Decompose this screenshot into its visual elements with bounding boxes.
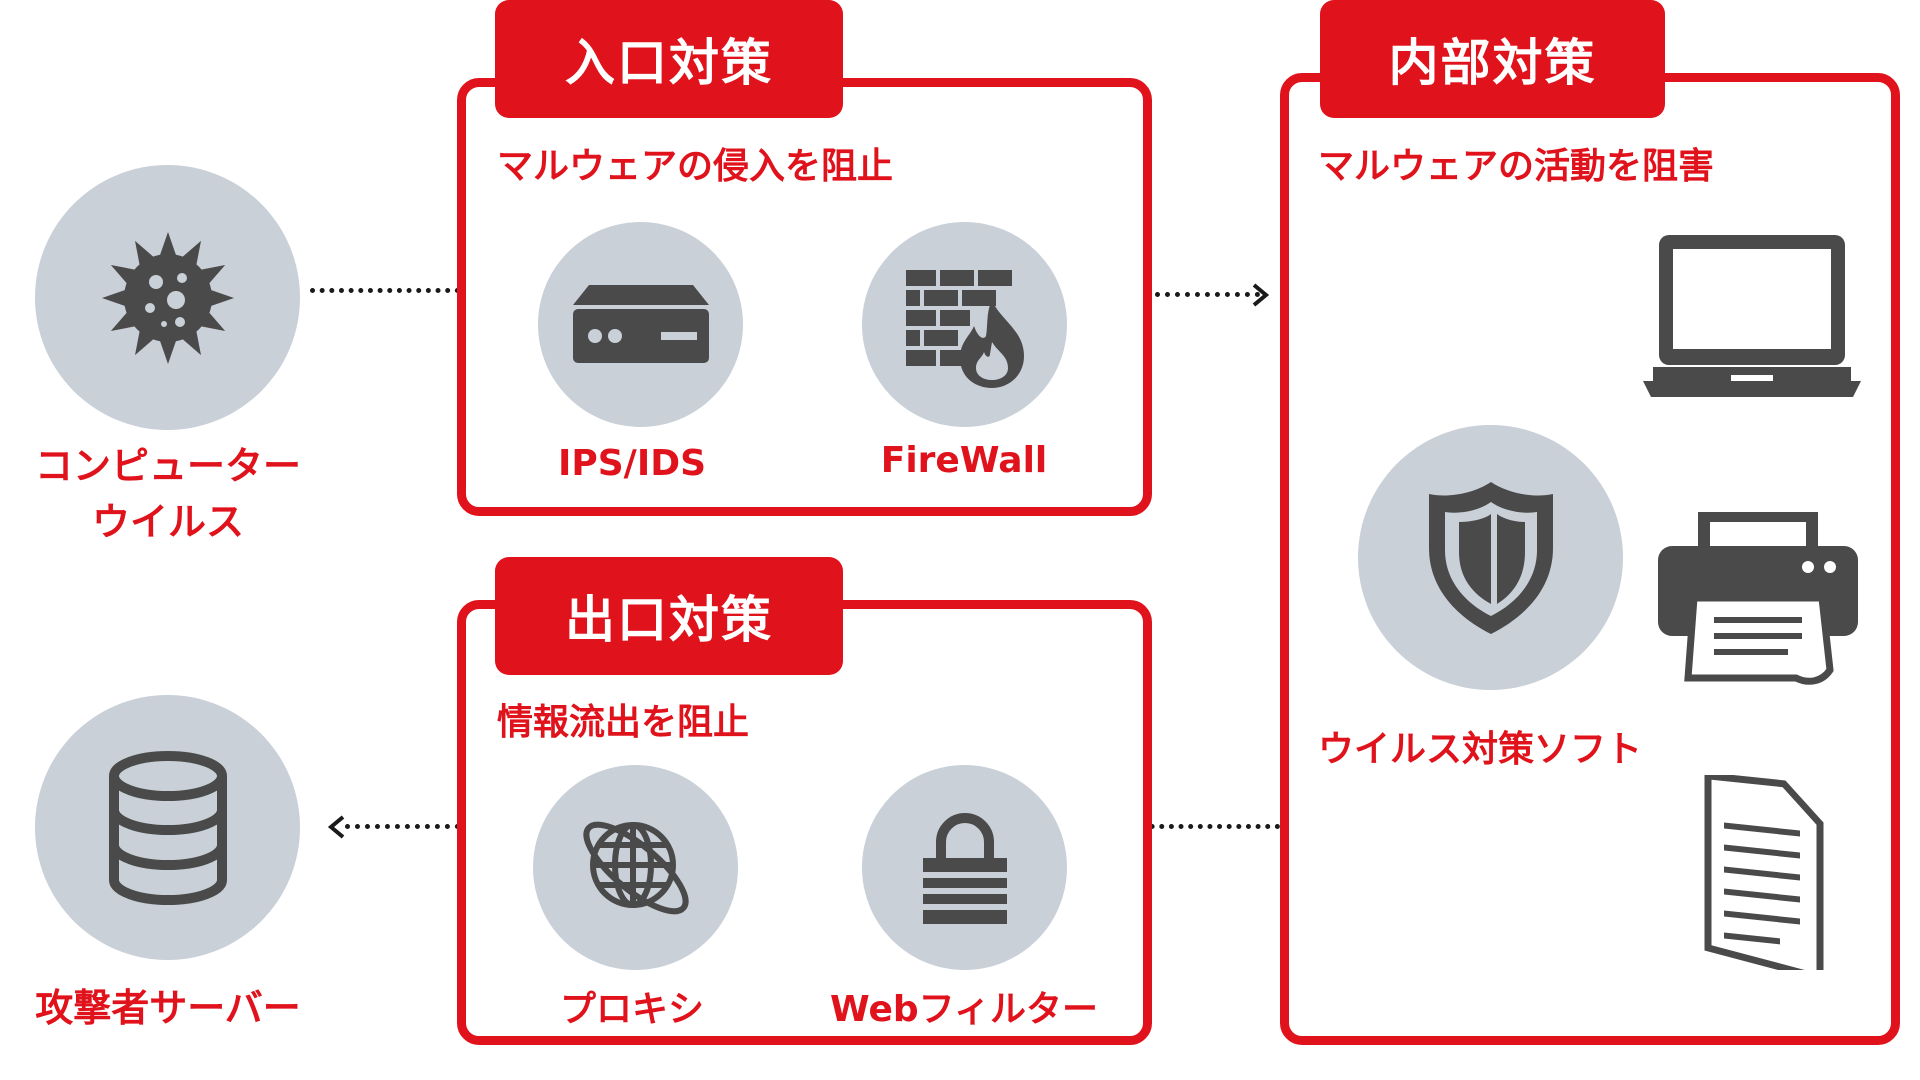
server-node	[35, 695, 300, 960]
virus-node	[35, 165, 300, 430]
arrow-right-icon	[1252, 283, 1270, 307]
connector-exit-to-server	[345, 824, 460, 829]
firewall-icon	[905, 269, 1024, 388]
printer-icon	[1658, 512, 1858, 685]
internal-tab: 内部対策	[1320, 0, 1665, 118]
internal-subtitle: マルウェアの活動を阻害	[1318, 146, 1715, 187]
exit-subtitle: 情報流出を阻止	[497, 702, 750, 743]
antivirus-label: ウイルス対策ソフト	[1318, 729, 1643, 770]
padlock-icon	[922, 812, 1007, 924]
virus-label-line1: コンピューター	[34, 444, 302, 488]
shield-icon	[1428, 481, 1553, 634]
firewall-label: FireWall	[880, 440, 1048, 481]
laptop-icon	[1643, 235, 1861, 397]
virus-label: コンピューター ウイルス	[35, 438, 301, 550]
database-icon	[108, 750, 227, 905]
connector-virus-to-entry	[310, 288, 460, 293]
ips-ids-node	[538, 222, 743, 427]
virus-icon	[101, 231, 234, 364]
proxy-label: プロキシ	[559, 989, 705, 1030]
proxy-node	[533, 765, 738, 970]
network-device-icon	[572, 284, 709, 363]
web-filter-label: Webフィルター	[830, 989, 1098, 1030]
connector-internal-to-exit	[1140, 824, 1280, 829]
ips-ids-label: IPS/IDS	[557, 443, 707, 484]
virus-label-line2: ウイルス	[91, 500, 245, 544]
server-label: 攻撃者サーバー	[35, 986, 301, 1030]
firewall-node	[862, 222, 1067, 427]
connector-entry-to-internal	[1155, 292, 1260, 297]
entry-tab: 入口対策	[495, 0, 843, 118]
exit-tab: 出口対策	[495, 557, 843, 675]
entry-subtitle: マルウェアの侵入を阻止	[497, 146, 894, 187]
web-filter-node	[862, 765, 1067, 970]
arrow-left-icon	[327, 815, 345, 839]
antivirus-node	[1358, 425, 1623, 690]
globe-icon	[582, 821, 689, 914]
document-icon	[1704, 775, 1824, 970]
